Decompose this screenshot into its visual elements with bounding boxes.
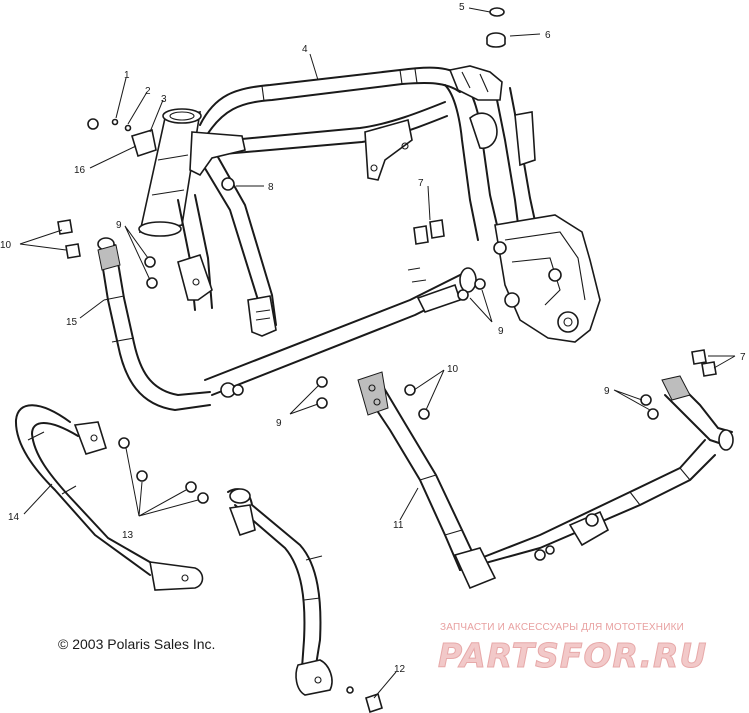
callout-9: 9 [116, 220, 122, 231]
lower-rail-tube [227, 488, 333, 696]
callout-7: 7 [740, 352, 746, 363]
callout-2: 2 [145, 86, 151, 97]
watermark-logo: PARTSFOR.RU [437, 636, 708, 676]
hardware [57, 7, 717, 713]
left-rail-tube [14, 404, 204, 591]
callout-10: 10 [447, 364, 459, 375]
callout-16: 16 [74, 165, 86, 176]
callout-1: 1 [124, 70, 130, 81]
callout-10: 10 [0, 240, 12, 251]
callout-9: 9 [604, 386, 610, 397]
callout-12: 12 [394, 664, 406, 675]
copyright-notice: © 2003 Polaris Sales Inc. [58, 636, 216, 652]
callout-8: 8 [268, 182, 274, 193]
callout-5: 5 [459, 2, 465, 13]
callout-3: 3 [161, 94, 167, 105]
callout-14: 14 [8, 512, 20, 523]
rear-frame-section [357, 371, 734, 590]
callout-labels: 5 6 4 1 2 3 16 8 7 10 9 15 9 9 10 7 9 14… [0, 2, 746, 675]
watermark-tagline: ЗАПЧАСТИ И АКСЕССУАРЫ ДЛЯ МОТОТЕХНИКИ [440, 622, 685, 633]
callout-9: 9 [498, 326, 504, 337]
callout-9: 9 [276, 418, 282, 429]
callout-6: 6 [545, 30, 551, 41]
callout-13: 13 [122, 530, 134, 541]
leader-lines [19, 7, 736, 699]
callout-15: 15 [66, 317, 78, 328]
callout-7: 7 [418, 178, 424, 189]
callout-11: 11 [393, 520, 404, 531]
callout-4: 4 [302, 44, 308, 55]
main-frame [138, 65, 601, 398]
front-down-tube [97, 237, 211, 411]
